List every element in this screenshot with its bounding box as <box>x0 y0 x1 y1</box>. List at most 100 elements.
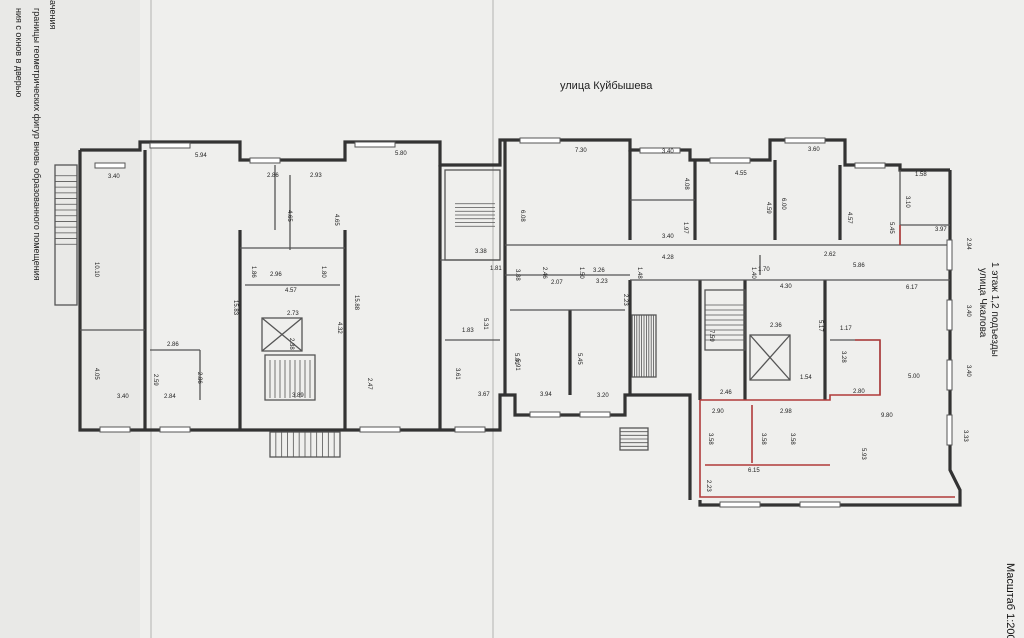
dimension-label: 6.00 <box>780 198 786 210</box>
dimension-label: 3.97 <box>935 227 947 233</box>
dimension-label: 3.40 <box>965 305 971 317</box>
dimension-label: 2.84 <box>164 394 176 400</box>
dimension-label: 4.08 <box>683 178 689 190</box>
margin-note: границы геометрических фигур вновь образ… <box>32 8 42 281</box>
dimension-label: 5.81 <box>513 353 519 365</box>
dimension-label: 2.47 <box>366 378 372 390</box>
dimension-label: 4.57 <box>846 212 852 224</box>
dimension-label: 4.65 <box>333 214 339 226</box>
dimension-label: 2.73 <box>287 311 299 317</box>
dimension-label: 15.83 <box>232 300 238 316</box>
dimension-label: 4.28 <box>662 255 674 261</box>
dimension-label: 4.30 <box>780 284 792 290</box>
dimension-label: 5.93 <box>860 448 866 460</box>
dimension-label: 3.94 <box>540 392 552 398</box>
dimension-label: 3.40 <box>108 174 120 180</box>
dimension-label: 7.59 <box>708 330 714 342</box>
dimension-label: 1.58 <box>915 172 927 178</box>
scale-label: Масштаб 1:200 <box>1004 563 1016 638</box>
dimension-label: 10.10 <box>93 262 99 278</box>
dimension-label: 1.83 <box>462 328 474 334</box>
dimension-label: 5.94 <box>195 153 207 159</box>
dimension-label: 1.54 <box>800 375 812 381</box>
dimension-label: 4.05 <box>93 368 99 380</box>
dimension-label: 1.97 <box>682 222 688 234</box>
dimension-label: 3.40 <box>662 149 674 155</box>
dimension-label: 3.10 <box>904 196 910 208</box>
dimension-label: 2.62 <box>824 252 836 258</box>
dimension-label: 3.88 <box>514 269 520 281</box>
paper-fold <box>150 0 152 638</box>
dimension-label: 6.08 <box>519 210 525 222</box>
dimension-label: 3.20 <box>597 393 609 399</box>
dimension-label: 3.38 <box>475 249 487 255</box>
dimension-label: 3.60 <box>808 147 820 153</box>
dimension-label: 2.90 <box>712 409 724 415</box>
dimension-label: 3.40 <box>662 234 674 240</box>
dimension-label: 5.91 <box>514 359 520 371</box>
dimension-label: 2.59 <box>152 374 158 386</box>
dimension-label: 1.70 <box>758 267 770 273</box>
dimension-label: 9.80 <box>881 413 893 419</box>
dimension-label: 4.59 <box>765 202 771 214</box>
dimension-label: 4.55 <box>735 171 747 177</box>
dimension-label: 4.57 <box>285 288 297 294</box>
dimension-label: 2.23 <box>622 294 628 306</box>
dimension-label: 2.07 <box>551 280 563 286</box>
dimension-label: 7.30 <box>575 148 587 154</box>
dimension-label: 6.15 <box>748 468 760 474</box>
dimension-label: 5.45 <box>888 222 894 234</box>
dimension-label: 1.81 <box>490 266 502 272</box>
margin-note: ния с окнов в дверью <box>14 8 24 98</box>
dimension-label: 3.58 <box>760 433 766 445</box>
dimension-label: 3.26 <box>593 268 605 274</box>
dimension-label: 2.86 <box>167 342 179 348</box>
dimension-label: 2.93 <box>310 173 322 179</box>
dimension-label: 1.86 <box>250 266 256 278</box>
dimension-label: 1.48 <box>636 267 642 279</box>
stairs <box>54 164 746 458</box>
dimension-label: 2.38 <box>288 338 294 350</box>
paper-fold <box>492 0 494 638</box>
dimension-label: 3.40 <box>965 365 971 377</box>
dimension-label: 3.28 <box>840 351 846 363</box>
dimension-label: 4.65 <box>286 210 292 222</box>
dimension-label: 1.40 <box>750 267 756 279</box>
dimension-label: 1.80 <box>320 266 326 278</box>
new-premises-outline <box>699 225 955 498</box>
dimension-label: 5.31 <box>482 318 488 330</box>
dimension-label: 3.67 <box>478 392 490 398</box>
dimension-label: 5.86 <box>853 263 865 269</box>
dimension-label: 2.86 <box>267 173 279 179</box>
dimension-label: 2.36 <box>770 323 782 329</box>
street-label-top: улица Куйбышева <box>560 80 653 92</box>
dimension-label: 2.46 <box>541 267 547 279</box>
dimension-label: 6.17 <box>906 285 918 291</box>
floor-caption: 1 этаж 1,2 подъезды <box>989 262 1000 357</box>
dimension-label: 5.45 <box>576 353 582 365</box>
dimension-label: 2.94 <box>965 238 971 250</box>
elevator-shafts <box>261 317 791 381</box>
dimension-label: 2.23 <box>705 480 711 492</box>
dimension-label: 1.50 <box>578 267 584 279</box>
dimension-label: 3.61 <box>454 368 460 380</box>
dimension-label: 2.96 <box>270 272 282 278</box>
street-label-right: улица Чкалова <box>977 268 988 338</box>
main-sheet <box>140 0 1024 638</box>
dimension-label: 3.89 <box>292 393 304 399</box>
dimension-label: 1.17 <box>840 326 852 332</box>
dimension-label: 3.58 <box>707 433 713 445</box>
walls <box>78 138 962 507</box>
dimension-label: 15.88 <box>353 295 359 311</box>
margin-note: ачения <box>48 0 58 30</box>
dimension-label: 5.17 <box>817 320 823 332</box>
dimension-label: 2.98 <box>780 409 792 415</box>
dimension-label: 3.40 <box>117 394 129 400</box>
dimension-label: 2.80 <box>853 389 865 395</box>
dimension-label: 4.32 <box>336 322 342 334</box>
left-sheet <box>0 0 145 638</box>
dimension-label: 3.58 <box>789 433 795 445</box>
